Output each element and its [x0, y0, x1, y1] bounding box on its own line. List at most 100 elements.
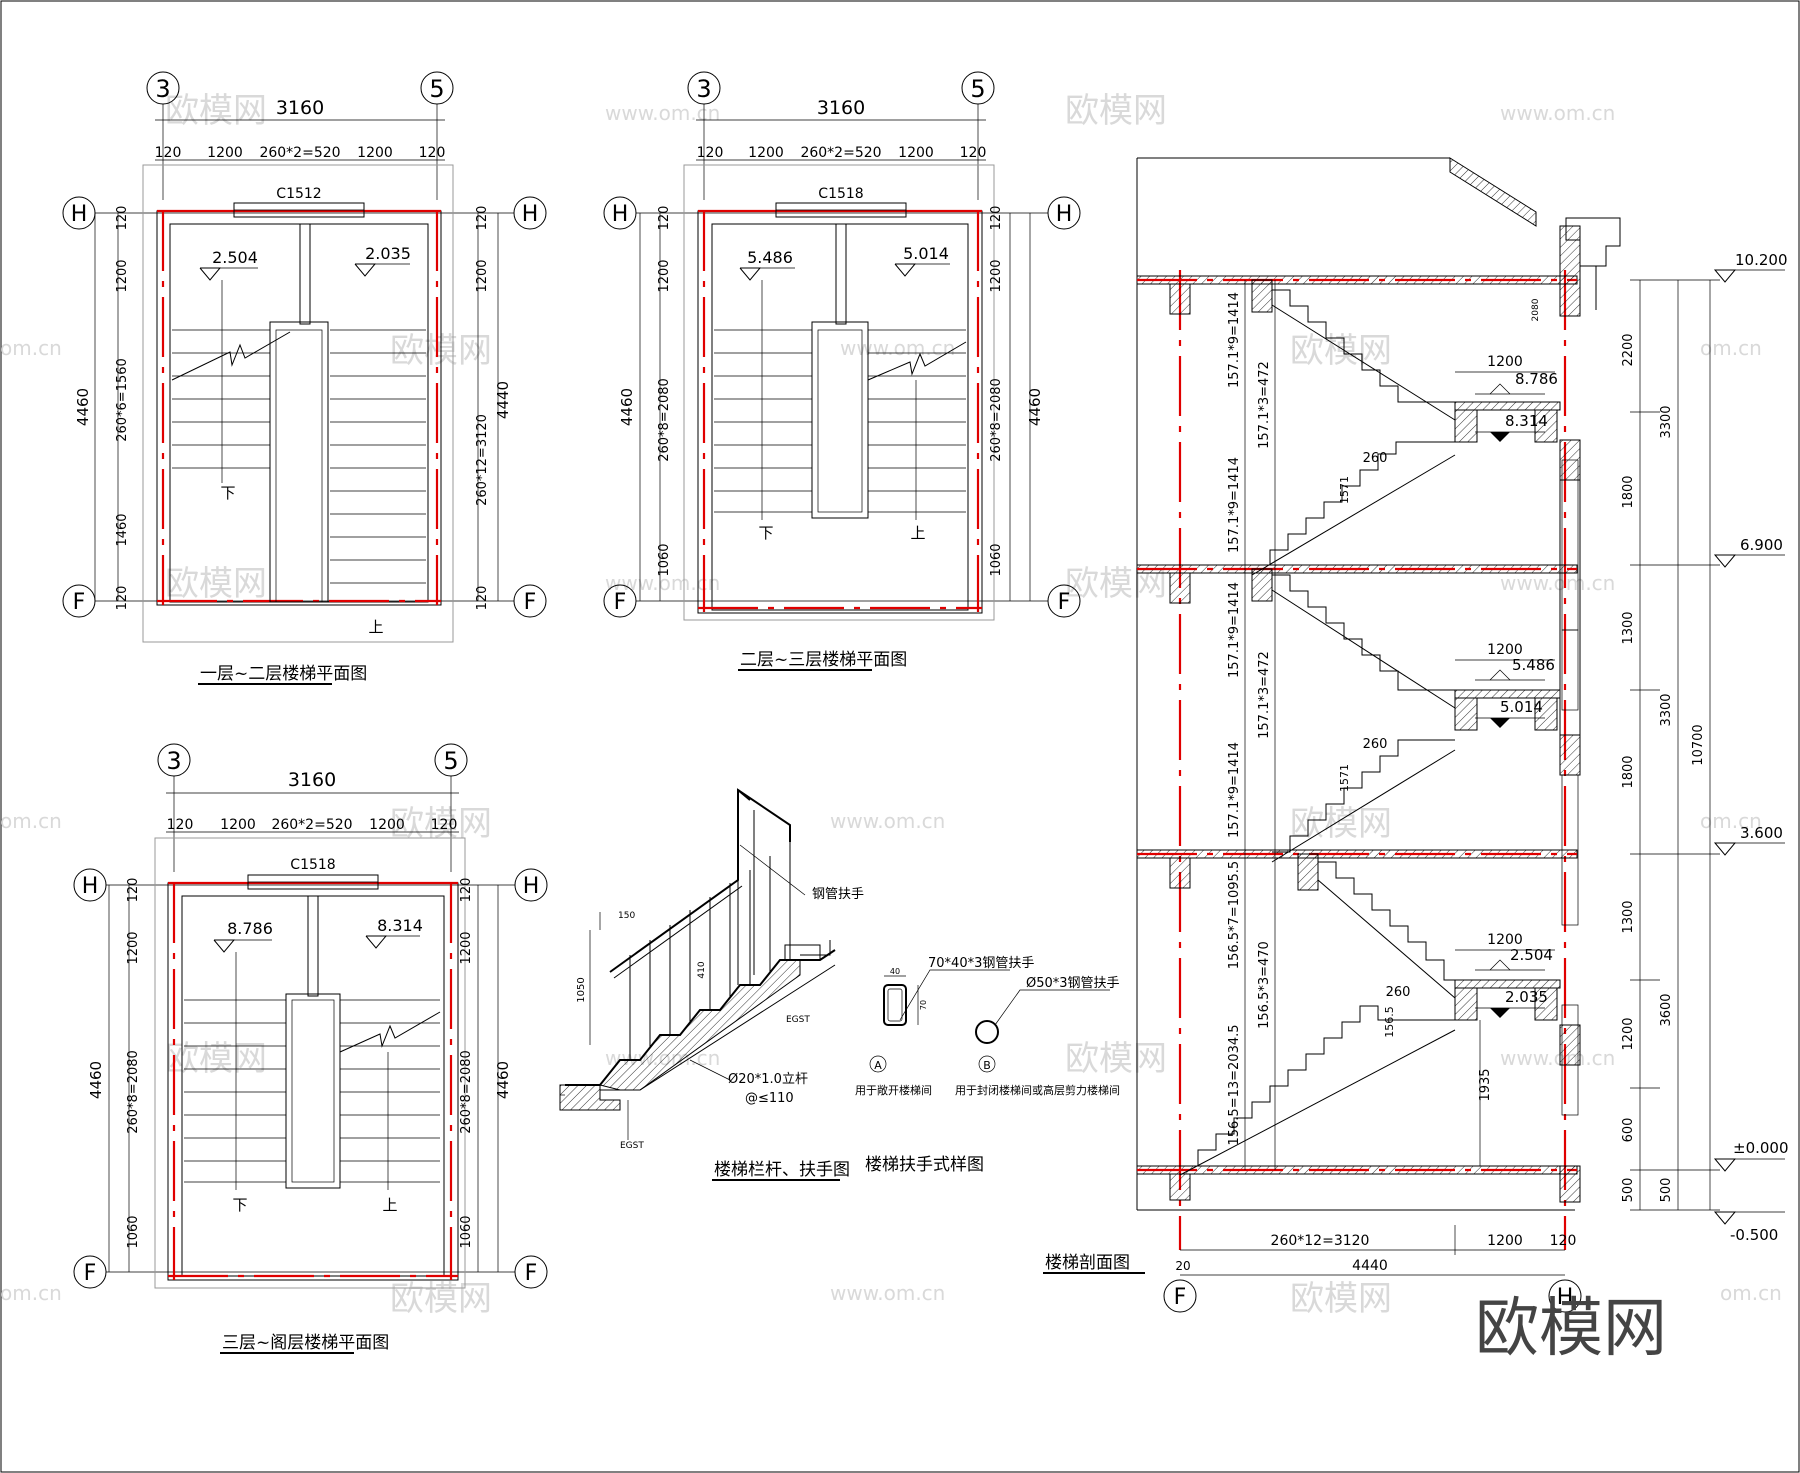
level-mark: 2.504 — [212, 248, 258, 267]
dim-depth-part: 1060 — [989, 543, 1004, 576]
direction-down: 下 — [232, 1196, 247, 1214]
riser-tag: 156.5 — [1383, 1006, 1396, 1038]
grid-label-h: H — [71, 202, 88, 227]
dim-right: 3300 — [1659, 693, 1674, 726]
dim-width-part: 1200 — [220, 817, 256, 833]
grid-label-f: F — [1174, 1285, 1187, 1310]
dim-width-part: 120 — [431, 817, 458, 833]
plan-title: 三层~阁层楼梯平面图 — [222, 1333, 389, 1353]
watermark-site: om.cn — [0, 336, 62, 360]
dim-width-part: 120 — [419, 145, 446, 161]
dim-landing: 1200 — [1487, 354, 1523, 370]
direction-up: 上 — [368, 618, 383, 636]
dim-total-height: 10700 — [1691, 724, 1706, 765]
dim-width-part: 1200 — [369, 817, 405, 833]
mark-a: A — [874, 1059, 882, 1072]
dim-width-part: 120 — [697, 145, 724, 161]
dim-depth-part: 120 — [475, 586, 490, 611]
steel-tag: EGST — [620, 1141, 644, 1151]
watermark-site: om.cn — [0, 1281, 62, 1305]
label-b-spec: Ø50*3钢管扶手 — [1026, 976, 1120, 991]
dim-width-part: 1200 — [748, 145, 784, 161]
dim-depth-total: 4440 — [494, 381, 512, 419]
elevation-mark: 6.900 — [1740, 536, 1783, 554]
elevation-mark: 10.200 — [1735, 251, 1788, 269]
dim-flight: 157.1*3=472 — [1257, 361, 1272, 449]
steel-tag: EGST — [786, 1015, 810, 1025]
watermark-site: www.om.cn — [1500, 571, 1615, 595]
plan-floor1-2: 3 5 H H F F 3160 120 1200 260*2=520 1200… — [62, 71, 547, 685]
level-mark: 8.314 — [1505, 412, 1548, 430]
dim-depth-part: 1200 — [115, 259, 130, 292]
dim-depth-part: 1060 — [459, 1215, 474, 1248]
dim-width-part: 120 — [155, 145, 182, 161]
watermark-brand: 欧模网 — [1290, 1279, 1392, 1319]
level-mark: 5.014 — [1500, 698, 1543, 716]
dim-40: 40 — [890, 967, 900, 976]
level-mark: 2.035 — [365, 244, 411, 263]
dim-right: 1800 — [1621, 475, 1636, 508]
dim-flight: 157.1*9=1414 — [1227, 457, 1242, 553]
grid-label-f: F — [614, 590, 627, 615]
level-mark: 5.486 — [747, 248, 793, 267]
tread-tag: 260 — [1363, 451, 1388, 466]
direction-up: 上 — [910, 524, 925, 542]
dim-landing: 1200 — [1487, 932, 1523, 948]
grid-label-h: H — [522, 202, 539, 227]
watermark-brand: 欧模网 — [1065, 91, 1167, 131]
elevation-mark: ±0.000 — [1733, 1139, 1789, 1157]
dim-flight: 157.1*3=472 — [1257, 651, 1272, 739]
note-a: 用于敞开楼梯间 — [855, 1083, 932, 1097]
dim-right: 1300 — [1621, 900, 1636, 933]
dim-bottom: 20 — [1175, 1259, 1190, 1273]
watermark-brand: 欧模网 — [165, 91, 267, 131]
grid-label-f: F — [524, 590, 537, 615]
dim-landing: 1200 — [1487, 642, 1523, 658]
grid-label-f: F — [73, 590, 86, 615]
dim-right: 1800 — [1621, 755, 1636, 788]
riser-tag: 1571 — [1338, 476, 1351, 504]
dim-depth-total: 4460 — [87, 1061, 105, 1099]
dim-depth-part: 1200 — [126, 931, 141, 964]
dim-right: 1200 — [1621, 1017, 1636, 1050]
dim-right: 2200 — [1621, 333, 1636, 366]
dim-bottom: 120 — [1550, 1233, 1577, 1249]
grid-label-3: 3 — [696, 75, 711, 103]
dim-depth-part: 120 — [657, 206, 672, 231]
dim-flight: 156.5=13=2034.5 — [1227, 1024, 1242, 1145]
grid-label-h: H — [1056, 202, 1073, 227]
grid-label-f: F — [84, 1261, 97, 1286]
railing-detail: 150 1050 410 EGST EGST 钢管扶手 Ø20*1.0立杆 @≤… — [559, 788, 864, 1181]
dim-railing: 150 — [618, 911, 635, 921]
plan-floor3-attic: 3 5 H H F F 3160 120 1200 260*2=520 1200… — [73, 743, 548, 1354]
dim-right: 500 — [1659, 1178, 1674, 1203]
dim-width-total: 3160 — [288, 769, 336, 791]
grid-label-5: 5 — [443, 747, 458, 775]
label-handrail: 钢管扶手 — [812, 887, 864, 902]
watermark-site: www.om.cn — [605, 571, 720, 595]
dim-depth-part: 120 — [475, 206, 490, 231]
grid-label-h: H — [523, 874, 540, 899]
dim-width-part: 260*2=520 — [271, 817, 352, 833]
dim-depth-total: 4460 — [494, 1061, 512, 1099]
dim-depth-part: 260*8=2080 — [989, 378, 1004, 462]
grid-label-f: F — [1058, 590, 1071, 615]
dim-right: 500 — [1621, 1178, 1636, 1203]
detail-title: 楼梯栏杆、扶手图 — [714, 1160, 850, 1180]
dim-depth-part: 260*12=3120 — [475, 414, 490, 506]
dim-width-total: 3160 — [817, 97, 865, 119]
watermark-brand: 欧模网 — [1290, 804, 1392, 844]
watermark-brand: 欧模网 — [1065, 1039, 1167, 1079]
tread-tag: 260 — [1363, 737, 1388, 752]
label-spacing: @≤110 — [745, 1091, 794, 1106]
dim-depth-part: 120 — [126, 878, 141, 903]
dim-depth-part: 260*8=2080 — [657, 378, 672, 462]
riser-tag: 1571 — [1338, 764, 1351, 792]
dim-depth-part: 120 — [115, 206, 130, 231]
dim-right: 600 — [1621, 1118, 1636, 1143]
watermark-site: om.cn — [1720, 1281, 1782, 1305]
dim-width-part: 260*2=520 — [800, 145, 881, 161]
dim-right: 3600 — [1659, 993, 1674, 1026]
dim-70: 70 — [919, 1000, 928, 1010]
